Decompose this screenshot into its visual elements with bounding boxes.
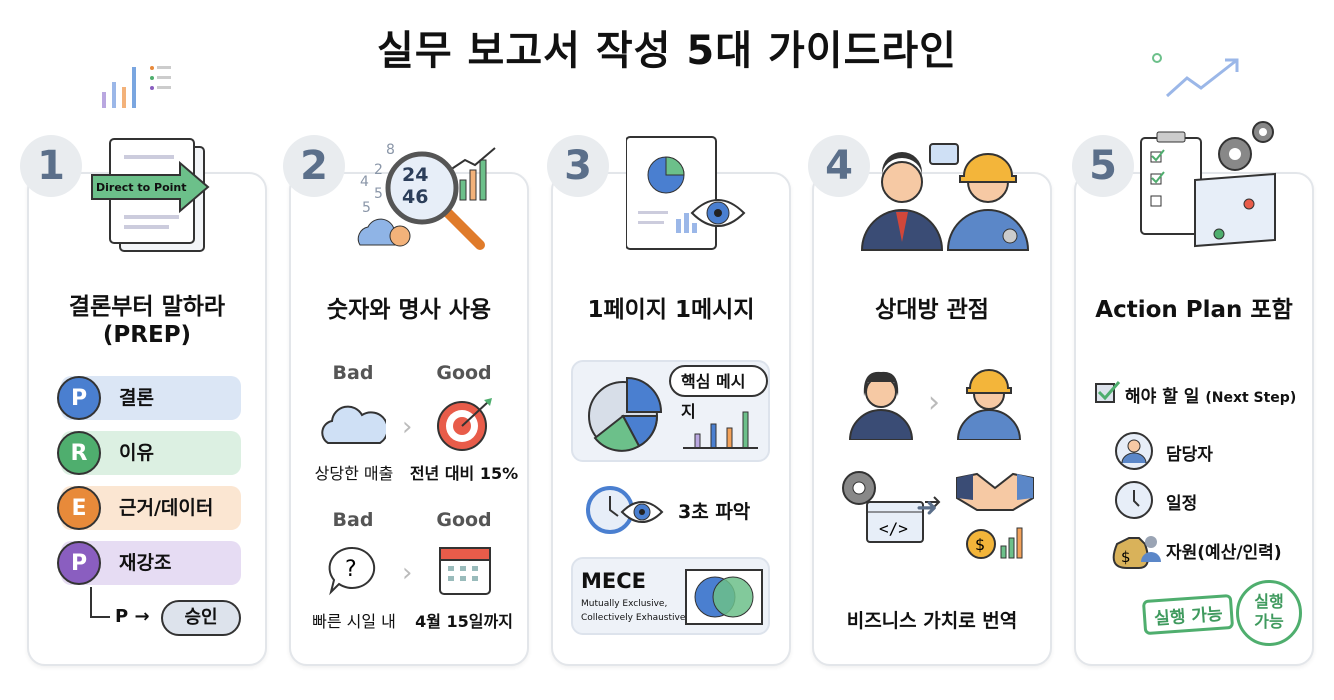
illustration-label: Direct to Point xyxy=(96,181,187,194)
clock-icon xyxy=(1114,480,1154,524)
report-eye-icon xyxy=(625,135,766,259)
chevron-right-icon: › xyxy=(402,558,413,588)
page-title: 실무 보고서 작성 5대 가이드라인 xyxy=(377,28,957,74)
cloud-icon xyxy=(320,405,389,449)
businesswoman-icon xyxy=(848,366,914,444)
calendar-icon xyxy=(438,542,492,600)
worker-icon xyxy=(956,364,1022,444)
chevron-right-icon: › xyxy=(928,385,940,420)
connector-line xyxy=(90,587,110,618)
trend-arrow-icon xyxy=(1125,50,1245,114)
card-heading-sub: (PREP) xyxy=(102,322,192,348)
action-item-owner: 담당자 xyxy=(1166,445,1213,465)
target-icon xyxy=(436,396,496,456)
card-heading: 상대방 관점 xyxy=(875,297,989,323)
speech-bubble: 핵심 메시지 xyxy=(669,365,768,421)
clock-eye-icon xyxy=(586,484,672,540)
card-action-plan xyxy=(1074,172,1314,666)
checkbox-icon xyxy=(1095,380,1121,408)
card-heading: 1페이지 1메시지 xyxy=(587,297,755,323)
gear-code-icon: </> xyxy=(833,462,943,552)
mece-box: MECE Mutually Exclusive, Collectively Ex… xyxy=(571,557,770,635)
arrow-right-icon: ➜ xyxy=(916,493,938,523)
card-number: 4 xyxy=(808,135,870,197)
person-icon xyxy=(1114,431,1154,475)
svg-text:</>: </> xyxy=(879,519,908,538)
money-bag-person-icon: $ xyxy=(1107,528,1163,574)
card-number: 5 xyxy=(1072,135,1134,197)
venn-diagram-icon xyxy=(685,569,763,625)
card-number: 1 xyxy=(20,135,82,197)
good-example: 전년 대비 15% xyxy=(409,464,519,483)
flow-from: P → xyxy=(115,606,150,627)
key-message-box: 핵심 메시지 xyxy=(571,360,770,462)
action-item-resources: 자원(예산/인력) xyxy=(1166,543,1282,563)
handshake-money-icon: $ xyxy=(955,466,1035,566)
scan-label: 3초 파악 xyxy=(678,501,751,523)
card-number: 3 xyxy=(547,135,609,197)
card-footer: 비즈니스 가치로 번역 xyxy=(846,610,1018,632)
next-step-label: 해야 할 일 (Next Step) xyxy=(1125,387,1297,407)
good-label: Good xyxy=(436,362,492,384)
svg-text:$: $ xyxy=(975,535,985,554)
approval-badge: 승인 xyxy=(161,600,241,636)
question-bubble-icon: ? xyxy=(328,546,378,600)
businessman-worker-icon xyxy=(860,140,1030,259)
bad-label: Bad xyxy=(332,509,374,531)
bar-chart-icon xyxy=(100,62,180,114)
checklist-map-icon xyxy=(1135,118,1285,262)
action-item-schedule: 일정 xyxy=(1166,494,1198,514)
executable-stamp: 실행 가능 xyxy=(1141,593,1235,636)
chevron-right-icon: › xyxy=(402,412,413,442)
card-number: 2 xyxy=(283,135,345,197)
bad-example: 빠른 시일 내 xyxy=(312,612,396,631)
good-example: 4월 15일까지 xyxy=(415,612,513,631)
document-arrow-icon xyxy=(90,135,220,264)
svg-text:$: $ xyxy=(1121,548,1131,566)
card-heading: Action Plan 포함 xyxy=(1095,297,1293,323)
magnifier-chart-icon: 8 2 4 5 5 24 46 xyxy=(350,140,500,260)
bad-label: Bad xyxy=(332,362,374,384)
bad-example: 상당한 매출 xyxy=(314,464,394,483)
good-label: Good xyxy=(436,509,492,531)
svg-text:?: ? xyxy=(345,557,357,582)
card-heading: 결론부터 말하라 xyxy=(68,294,226,320)
card-heading: 숫자와 명사 사용 xyxy=(326,297,492,323)
